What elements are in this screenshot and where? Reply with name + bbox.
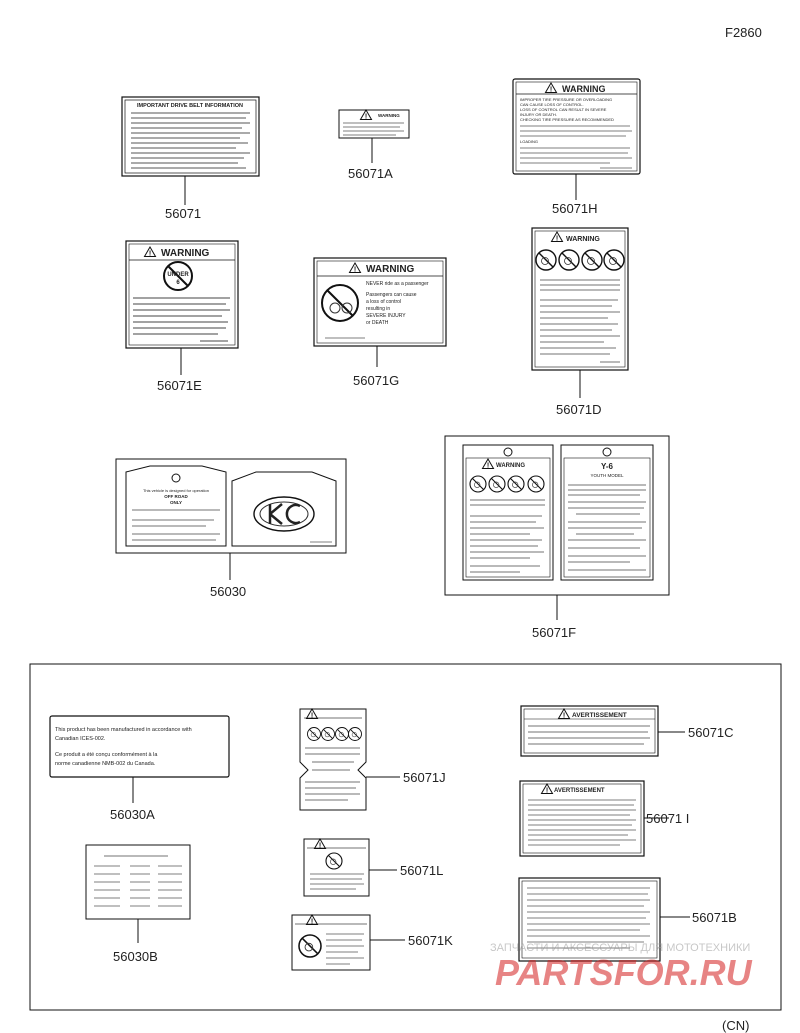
tag-line1: This vehicle is designed for operation xyxy=(143,488,209,493)
h-line6: LOADING xyxy=(520,139,538,144)
g-line1: NEVER ride as a passenger xyxy=(366,281,429,287)
youth-model: YOUTH MODEL xyxy=(590,473,624,478)
avertissement-c: AVERTISSEMENT xyxy=(572,712,627,719)
label-56071L xyxy=(303,838,370,897)
part-56071C: 56071C xyxy=(688,725,734,740)
warning-text-f: WARNING xyxy=(496,463,525,469)
label-56071F: WARNING Y-6 YOUTH MODEL xyxy=(444,435,670,596)
part-56071H: 56071H xyxy=(552,201,598,216)
label-56071E: WARNING UNDER 6 xyxy=(125,240,239,349)
g-line6: or DEATH xyxy=(366,320,389,326)
warning-text-d: WARNING xyxy=(566,236,600,243)
h-line5: CHECKING TIRE PRESSURE AS RECOMMENDED xyxy=(520,117,614,122)
c56030a-line3: Ce produit a été conçu conformément à la xyxy=(55,752,158,758)
figure-code: F2860 xyxy=(725,25,762,40)
g-line2: Passengers can cause xyxy=(366,292,417,298)
c56030a-line1: This product has been manufactured in ac… xyxy=(55,727,192,733)
label-56071I: AVERTISSEMENT xyxy=(519,780,645,857)
part-56071G: 56071G xyxy=(353,373,399,388)
g-line3: a loss of control xyxy=(366,299,401,305)
part-56071D: 56071D xyxy=(556,402,602,417)
warning-text-h: WARNING xyxy=(562,84,606,94)
part-56071I: 56071 I xyxy=(646,811,689,826)
label-56030B xyxy=(85,844,191,920)
part-56030: 56030 xyxy=(210,584,246,599)
c56030a-line2: Canadian ICES-002. xyxy=(55,736,106,742)
part-56071E: 56071E xyxy=(157,378,202,393)
tag-line2: OFF ROAD xyxy=(164,494,188,499)
tag-line3: ONLY xyxy=(170,500,182,505)
label-56071J xyxy=(299,708,367,811)
warning-text-g: WARNING xyxy=(366,264,415,275)
drive-belt-title: IMPORTANT DRIVE BELT INFORMATION xyxy=(137,103,243,109)
label-56071A: WARNING xyxy=(338,109,410,139)
part-56071: 56071 xyxy=(165,206,201,221)
label-56071C: AVERTISSEMENT xyxy=(520,705,659,757)
part-56071J: 56071J xyxy=(403,770,446,785)
under-num: 6 xyxy=(176,280,180,286)
avertissement-i: AVERTISSEMENT xyxy=(554,788,605,794)
h-line1: IMPROPER TIRE PRESSURE OR OVERLOADING xyxy=(520,97,612,102)
label-56071K xyxy=(291,914,371,971)
g-line5: SEVERE INJURY xyxy=(366,313,406,319)
part-56071F: 56071F xyxy=(532,625,576,640)
g-line4: resulting in xyxy=(366,306,390,312)
h-line3: LOSS OF CONTROL CAN RESULT IN SEVERE xyxy=(520,107,607,112)
label-56071G: WARNING NEVER ride as a passenger Passen… xyxy=(313,257,447,347)
under-text: UNDER xyxy=(167,272,189,278)
watermark-logo: PARTSFOR.RU xyxy=(495,952,753,993)
part-56030A: 56030A xyxy=(110,807,155,822)
part-56071B: 56071B xyxy=(692,910,737,925)
warning-text-a: WARNING xyxy=(378,113,400,118)
h-line2: CAN CAUSE LOSS OF CONTROL. xyxy=(520,102,584,107)
youth-title: Y-6 xyxy=(601,462,614,471)
c56030a-line4: norme canadienne NMB-002 du Canada. xyxy=(55,761,156,767)
warning-text-e: WARNING xyxy=(161,248,210,259)
part-56071L: 56071L xyxy=(400,863,443,878)
part-56030B: 56030B xyxy=(113,949,158,964)
h-line4: INJURY OR DEATH. xyxy=(520,112,557,117)
label-56071: IMPORTANT DRIVE BELT INFORMATION xyxy=(121,96,260,177)
label-56071B xyxy=(518,877,661,962)
region-code: (CN) xyxy=(722,1018,749,1033)
part-56071K: 56071K xyxy=(408,933,453,948)
label-56030A: This product has been manufactured in ac… xyxy=(49,715,230,778)
label-56071H: WARNING IMPROPER TIRE PRESSURE OR OVERLO… xyxy=(512,78,641,175)
cn-region-frame xyxy=(29,663,782,1011)
part-56071A: 56071A xyxy=(348,166,393,181)
label-56030: This vehicle is designed for operation O… xyxy=(115,458,347,554)
watermark: ЗАПЧАСТИ И АКСЕССУАРЫ ДЛЯ МОТОТЕХНИКИ PA… xyxy=(490,942,753,993)
watermark-line1: ЗАПЧАСТИ И АКСЕССУАРЫ ДЛЯ МОТОТЕХНИКИ xyxy=(490,942,750,954)
label-56071D: WARNING xyxy=(531,227,629,371)
